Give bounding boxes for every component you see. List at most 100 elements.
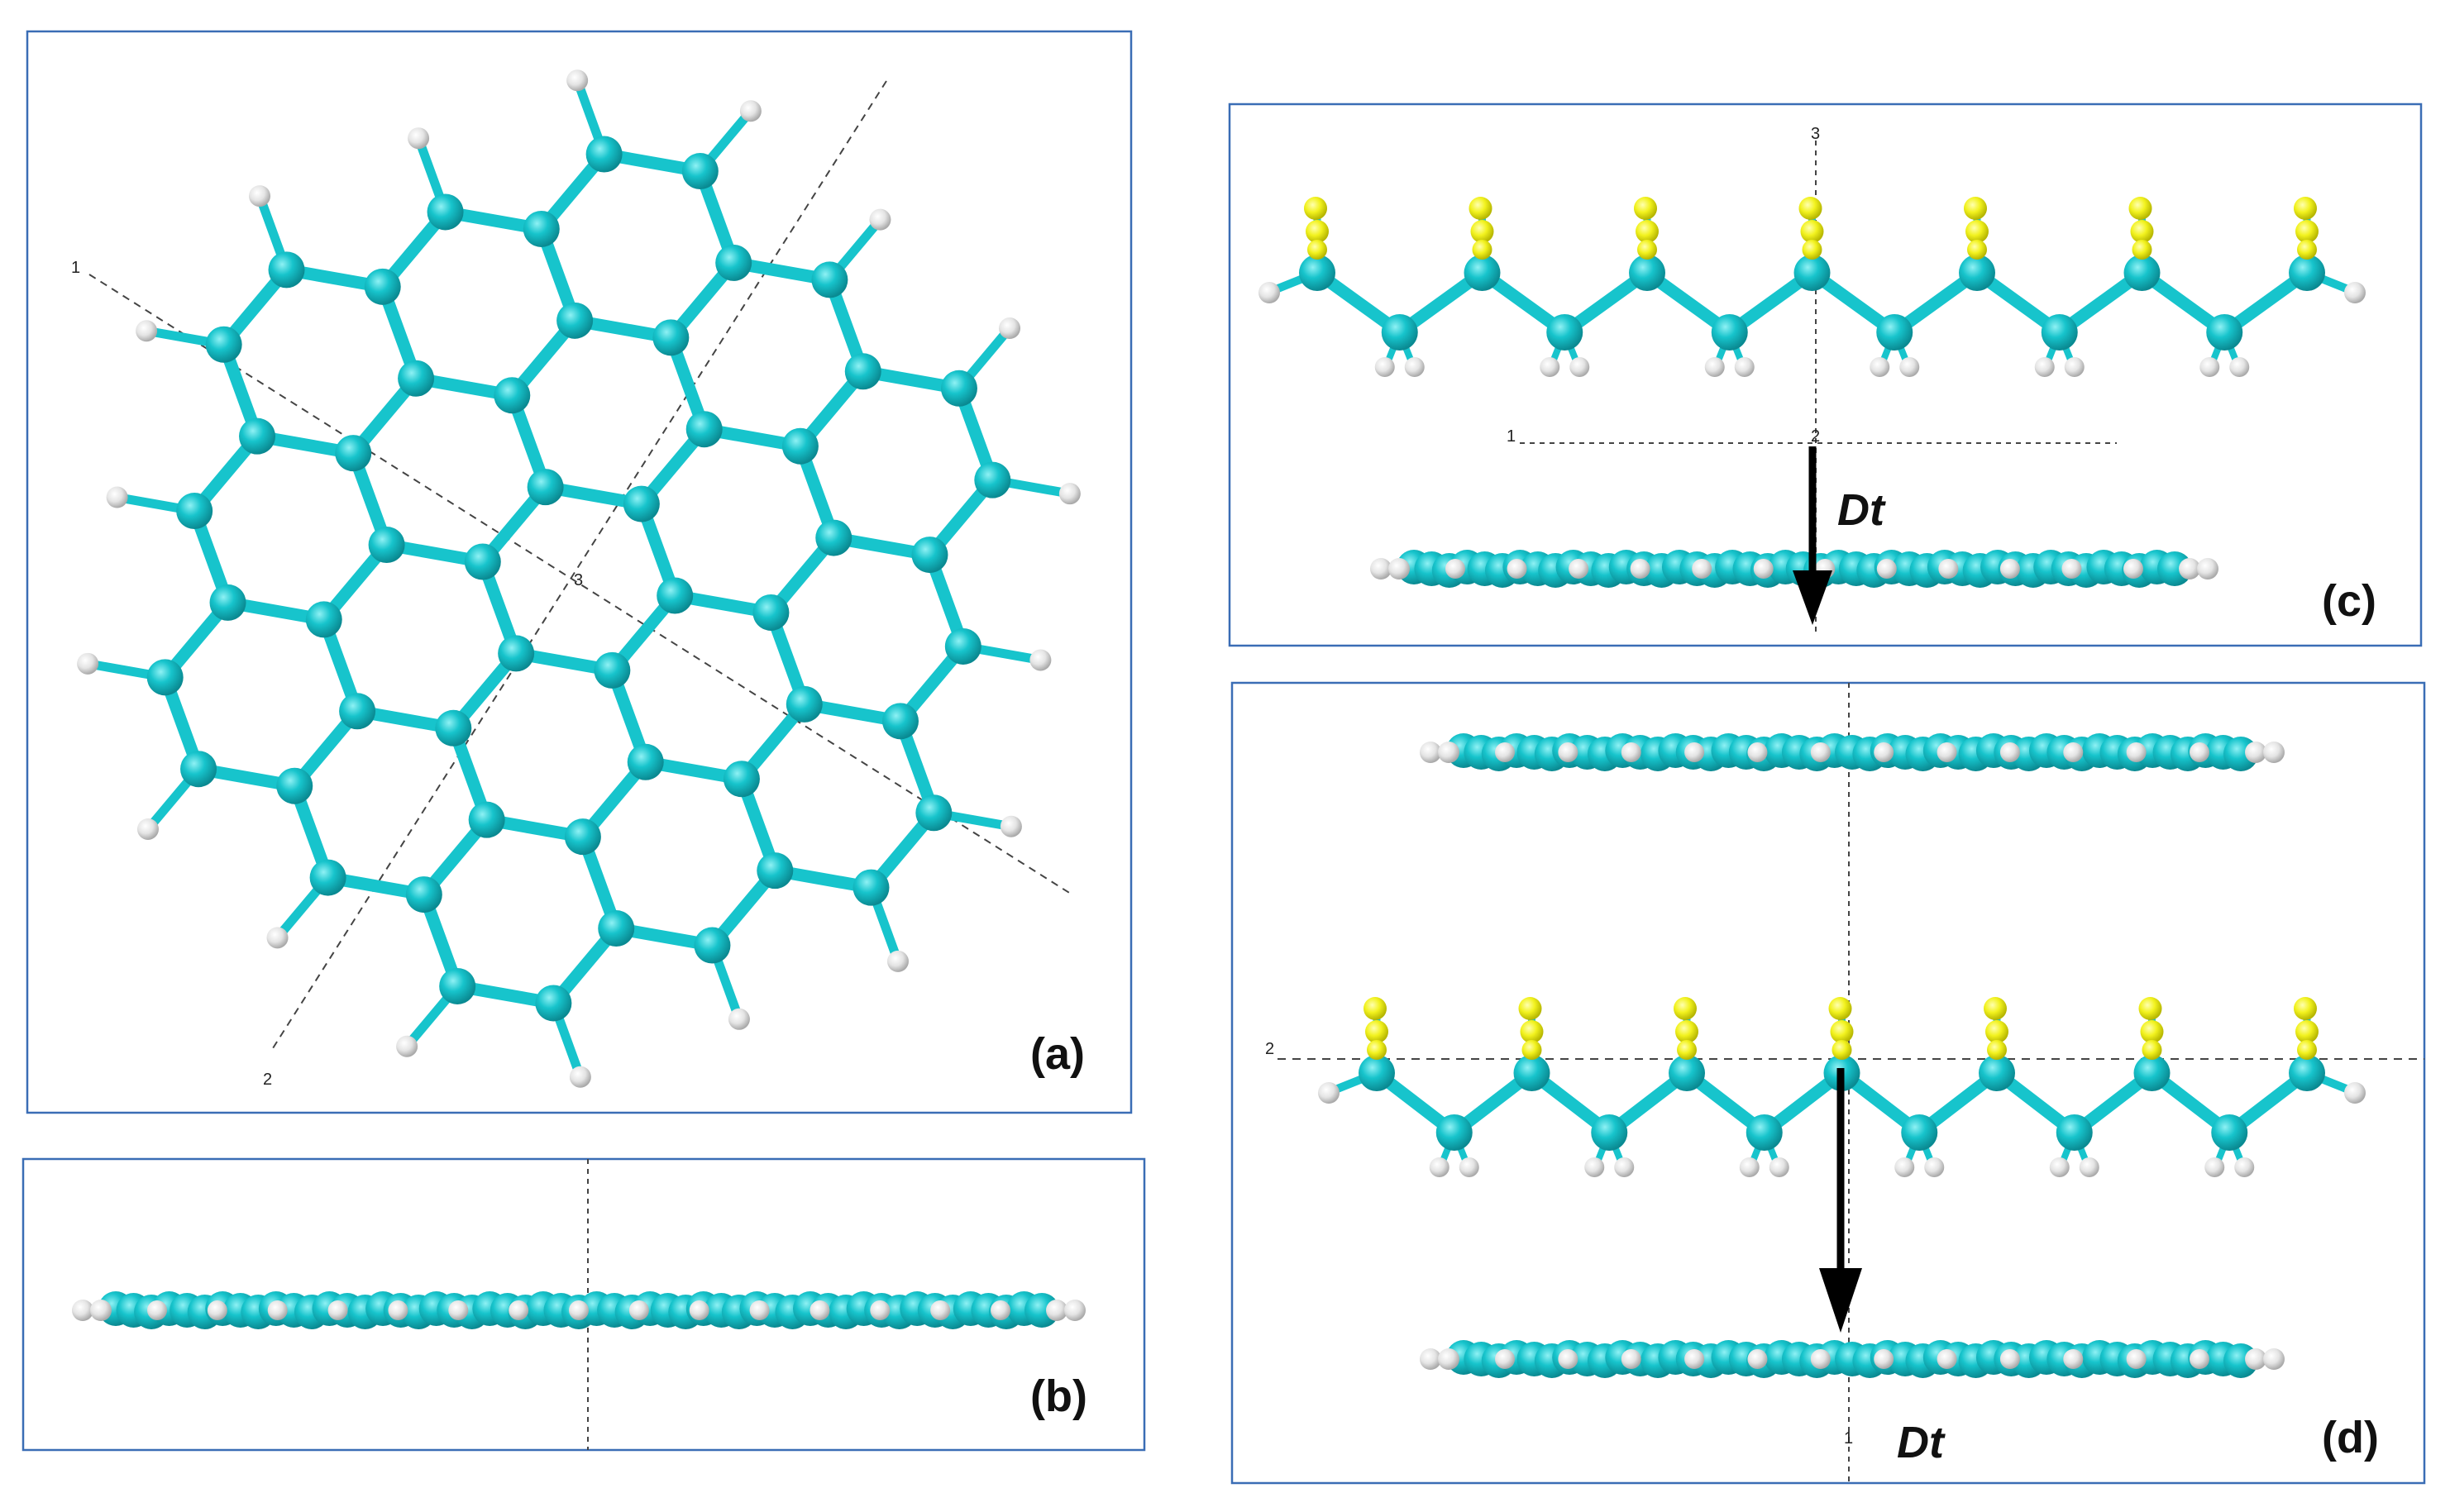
- carbon-atom: [594, 651, 631, 689]
- sulfur-atom: [1965, 220, 1989, 243]
- carbon-atom: [723, 761, 760, 798]
- hydrogen-atom: [569, 1300, 589, 1320]
- hydrogen-atom: [147, 1300, 167, 1320]
- sulfur-atom: [2294, 197, 2317, 220]
- sulfur-atom: [1521, 1040, 1542, 1060]
- panel-a-graphene-top-view: [77, 69, 1081, 1088]
- carbon-atom: [2041, 314, 2078, 351]
- hydrogen-atom: [1388, 558, 1410, 580]
- hydrogen-atom: [1630, 559, 1650, 579]
- hydrogen-atom: [2123, 559, 2143, 579]
- sulfur-atom: [2130, 220, 2154, 243]
- hydrogen-atom: [1894, 1157, 1915, 1177]
- carbon-atom: [585, 136, 623, 173]
- carbon-atom: [1464, 255, 1501, 291]
- hydrogen-atom: [396, 1035, 418, 1057]
- hydrogen-atom: [2179, 558, 2200, 580]
- hydrogen-atom: [930, 1300, 951, 1320]
- carbon-atom: [180, 751, 217, 788]
- carbon-atom: [468, 801, 505, 838]
- panel-d-dt-label: Dt: [1897, 1418, 1946, 1467]
- sulfur-atom: [1674, 997, 1697, 1020]
- carbon-atom: [657, 577, 694, 614]
- hydrogen-atom: [509, 1300, 529, 1320]
- hydrogen-atom: [207, 1300, 227, 1320]
- carbon-atom: [1629, 255, 1665, 291]
- hydrogen-atom: [1374, 357, 1395, 377]
- panel-a-label: (a): [1030, 1029, 1085, 1079]
- hydrogen-atom: [1420, 742, 1441, 763]
- sulfur-atom: [1469, 197, 1492, 220]
- hydrogen-atom: [2204, 1157, 2225, 1177]
- sulfur-atom: [1967, 240, 1987, 260]
- hydrogen-atom: [2190, 742, 2209, 762]
- carbon-atom: [2206, 314, 2243, 351]
- hydrogen-atom: [1058, 483, 1081, 505]
- panel-d-lower-graphene-sheet: [1420, 1340, 2285, 1378]
- panel-c-axis-label-3: 3: [1811, 125, 1820, 143]
- carbon-atom: [2289, 1055, 2325, 1091]
- carbon-atom: [239, 417, 276, 455]
- hydrogen-atom: [749, 1300, 770, 1320]
- hydrogen-atom: [2190, 1349, 2209, 1369]
- hydrogen-atom: [1924, 1157, 1945, 1177]
- hydrogen-atom: [1429, 1157, 1449, 1177]
- hydrogen-atom: [2079, 1157, 2099, 1177]
- hydrogen-atom: [1810, 1349, 1831, 1369]
- hydrogen-atom: [1495, 1349, 1515, 1369]
- panel-d-axis-label-2: 2: [1265, 1040, 1274, 1058]
- carbon-atom: [940, 370, 977, 407]
- carbon-atom: [1711, 314, 1748, 351]
- sulfur-atom: [1830, 1020, 1854, 1043]
- hydrogen-atom: [266, 927, 289, 949]
- sulfur-atom: [1363, 997, 1387, 1020]
- sulfur-atom: [1637, 240, 1657, 260]
- carbon-atom: [268, 251, 305, 289]
- panel-d-dt-arrow: [1819, 1068, 1862, 1333]
- panel-b-frame: [21, 1157, 1146, 1452]
- hydrogen-atom: [2234, 1157, 2255, 1177]
- hydrogen-atom: [1999, 742, 2020, 762]
- hydrogen-atom: [249, 185, 271, 207]
- sulfur-atom: [1634, 197, 1657, 220]
- sulfur-atom: [1518, 997, 1542, 1020]
- hydrogen-atom: [1445, 559, 1465, 579]
- sulfur-atom: [2295, 1020, 2319, 1043]
- sulfur-atom: [1307, 240, 1327, 260]
- panel-d-axis-label-1: 1: [1844, 1429, 1853, 1448]
- hydrogen-atom: [2064, 357, 2085, 377]
- hydrogen-atom: [1540, 357, 1560, 377]
- carbon-atom: [364, 268, 401, 305]
- hydrogen-atom: [1370, 558, 1392, 580]
- hydrogen-atom: [2344, 282, 2366, 303]
- hydrogen-atom: [1874, 1349, 1894, 1369]
- carbon-atom: [1901, 1114, 1938, 1151]
- carbon-atom: [527, 469, 564, 506]
- panel-c-dt-arrow: [1793, 446, 1832, 625]
- hydrogen-atom: [1558, 1349, 1578, 1369]
- carbon-atom: [523, 210, 560, 247]
- panel-d-frame: [1230, 681, 2426, 1485]
- carbon-atom: [494, 377, 531, 414]
- carbon-atom: [209, 584, 246, 621]
- sulfur-atom: [1675, 1020, 1698, 1043]
- hydrogen-atom: [689, 1300, 709, 1320]
- carbon-atom: [1359, 1055, 1395, 1091]
- carbon-atom: [2133, 1055, 2171, 1091]
- panel-c-dt-label: Dt: [1837, 485, 1886, 535]
- hydrogen-atom: [2034, 357, 2055, 377]
- hydrogen-atom: [1507, 559, 1527, 579]
- panel-b-label: (b): [1030, 1371, 1087, 1421]
- hydrogen-atom: [886, 950, 909, 972]
- carbon-atom: [556, 302, 594, 339]
- carbon-atom: [685, 411, 723, 448]
- hydrogen-atom: [810, 1300, 830, 1320]
- carbon-atom: [435, 709, 472, 746]
- hydrogen-atom: [1938, 559, 1959, 579]
- carbon-atom: [1513, 1055, 1550, 1091]
- carbon-atom: [498, 635, 535, 672]
- hydrogen-atom: [1420, 1348, 1441, 1370]
- hydrogen-atom: [1999, 1349, 2020, 1369]
- panel-c-graphene-sheet: [1370, 550, 2218, 588]
- hydrogen-atom: [1258, 282, 1280, 303]
